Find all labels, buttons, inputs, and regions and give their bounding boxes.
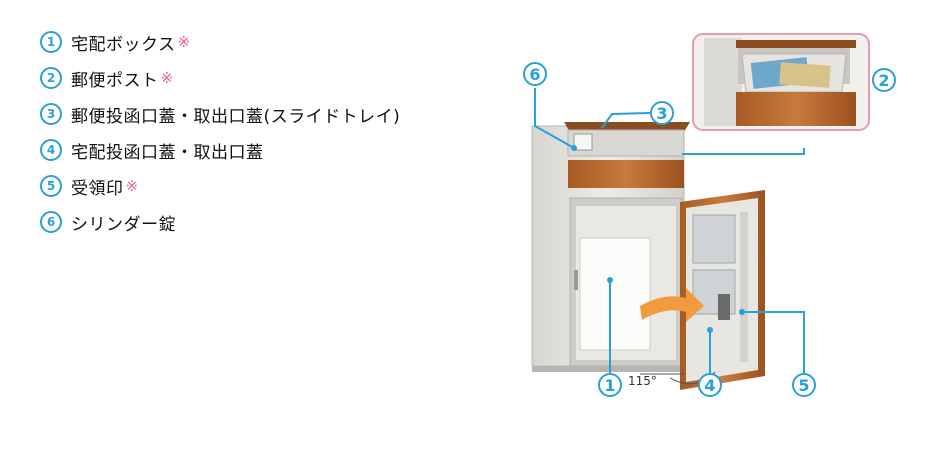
legend-number: 2 bbox=[40, 67, 62, 89]
legend-note-mark: ※ bbox=[177, 33, 191, 51]
leader-dot bbox=[739, 309, 745, 315]
legend-label: シリンダー錠 bbox=[71, 214, 176, 235]
open-door bbox=[680, 190, 765, 390]
legend-note-mark: ※ bbox=[160, 69, 174, 87]
callout-4: 4 bbox=[698, 373, 722, 397]
legend-note-mark: ※ bbox=[125, 177, 139, 195]
legend-label: 受領印 bbox=[71, 178, 124, 199]
inset-photo-mail-drawer bbox=[692, 33, 870, 131]
legend-item-seal: 5 受領印 ※ bbox=[40, 172, 138, 200]
legend-label: 郵便投函口蓋・取出口蓋(スライドトレイ) bbox=[71, 106, 401, 127]
callout-6: 6 bbox=[523, 62, 547, 86]
product-illustration: 115° 6 3 2 1 4 5 bbox=[523, 33, 896, 397]
legend-number: 5 bbox=[40, 175, 62, 197]
callout-1: 1 bbox=[598, 373, 622, 397]
leader-dot bbox=[607, 277, 613, 283]
callout-number: 6 bbox=[529, 65, 540, 84]
callout-3: 3 bbox=[650, 101, 674, 125]
callout-number: 4 bbox=[704, 376, 715, 395]
legend-label: 郵便ポスト bbox=[71, 70, 159, 91]
leader-dot bbox=[571, 145, 577, 151]
leader-dot bbox=[707, 327, 713, 333]
legend-number: 1 bbox=[40, 31, 62, 53]
legend-item-mail-slot-lid: 3 郵便投函口蓋・取出口蓋(スライドトレイ) bbox=[40, 100, 402, 128]
callout-2: 2 bbox=[872, 68, 896, 92]
legend-number: 3 bbox=[40, 103, 62, 125]
legend-number: 6 bbox=[40, 211, 62, 233]
callout-number: 5 bbox=[798, 376, 809, 395]
delivery-box-body bbox=[531, 122, 690, 372]
legend-item-mail-post: 2 郵便ポスト ※ bbox=[40, 64, 173, 92]
legend-label: 宅配ボックス bbox=[71, 34, 176, 55]
legend-label: 宅配投函口蓋・取出口蓋 bbox=[71, 142, 264, 163]
leader-lines bbox=[534, 88, 805, 382]
legend-number: 4 bbox=[40, 139, 62, 161]
callout-number: 3 bbox=[656, 104, 667, 123]
open-direction-arrow bbox=[640, 288, 704, 322]
callout-number: 2 bbox=[878, 71, 889, 90]
legend-item-delivery-box: 1 宅配ボックス ※ bbox=[40, 28, 190, 56]
callout-5: 5 bbox=[792, 373, 816, 397]
callout-number: 1 bbox=[604, 376, 615, 395]
legend-item-parcel-lid: 4 宅配投函口蓋・取出口蓋 bbox=[40, 136, 266, 164]
angle-label: 115° bbox=[628, 374, 657, 388]
legend-item-cylinder-lock: 6 シリンダー錠 bbox=[40, 208, 178, 236]
